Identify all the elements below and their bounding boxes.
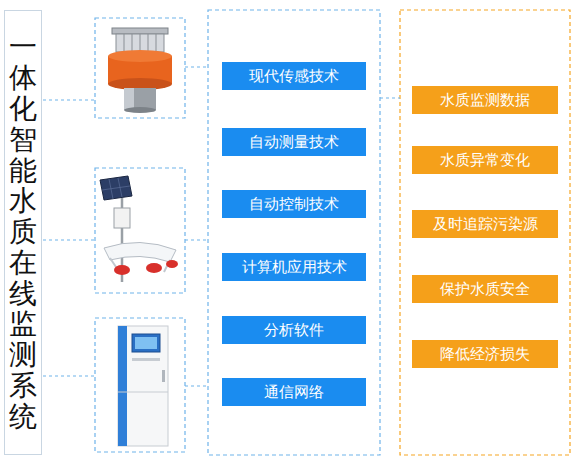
box-label: 水质异常变化 — [440, 151, 530, 170]
box-label: 自动测量技术 — [249, 133, 339, 152]
box-label: 现代传感技术 — [249, 67, 339, 86]
technology-box: 现代传感技术 — [222, 62, 366, 90]
technology-frame — [208, 10, 380, 455]
title-text: 一体化智能水质在线监测系统 — [9, 32, 37, 432]
buoy-illustration — [108, 28, 172, 113]
box-label: 分析软件 — [264, 321, 324, 340]
benefit-box: 保护水质安全 — [412, 275, 558, 303]
title-column: 一体化智能水质在线监测系统 — [4, 10, 42, 455]
box-label: 自动控制技术 — [249, 195, 339, 214]
box-label: 计算机应用技术 — [242, 258, 347, 277]
box-label: 保护水质安全 — [440, 280, 530, 299]
cabinet-illustration — [118, 326, 168, 446]
technology-box: 自动控制技术 — [222, 190, 366, 218]
benefit-frame — [400, 10, 570, 455]
benefit-box: 水质监测数据 — [412, 86, 558, 114]
solar-station-illustration — [100, 176, 178, 282]
technology-box: 自动测量技术 — [222, 128, 366, 156]
benefit-box: 降低经济损失 — [412, 340, 558, 368]
box-label: 降低经济损失 — [440, 345, 530, 364]
technology-box: 计算机应用技术 — [222, 253, 366, 281]
technology-box: 通信网络 — [222, 378, 366, 406]
device-frame — [95, 318, 185, 452]
technology-box: 分析软件 — [222, 316, 366, 344]
benefit-box: 水质异常变化 — [412, 146, 558, 174]
device-frame — [95, 18, 185, 118]
benefit-box: 及时追踪污染源 — [412, 210, 558, 238]
box-label: 通信网络 — [264, 383, 324, 402]
box-label: 及时追踪污染源 — [433, 215, 538, 234]
device-frame — [95, 168, 185, 293]
box-label: 水质监测数据 — [440, 91, 530, 110]
leader-lines — [43, 67, 400, 386]
